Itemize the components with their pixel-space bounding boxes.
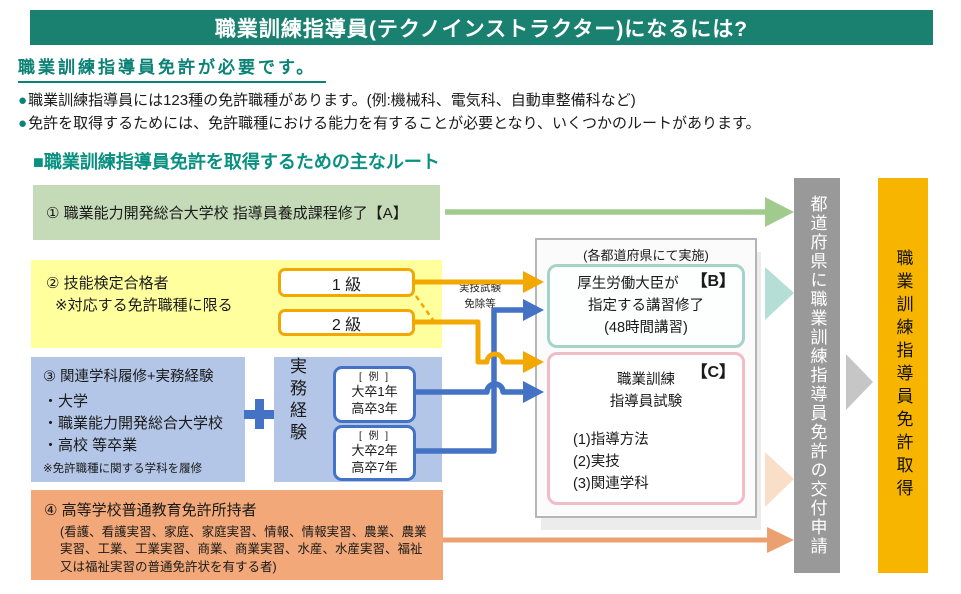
bullet-icon: ● xyxy=(18,115,28,132)
intro-bullet-2-text: 免許を取得するためには、免許職種における能力を有することが必要となり、いくつかの… xyxy=(28,115,761,132)
intro-heading: 職業訓練指導員免許が必要です。 xyxy=(18,53,327,83)
prefecture-exam-box: (各都道府県にて実施) 【B】 厚生労働大臣が 指定する講習修了 (48時間講習… xyxy=(535,238,757,518)
course-c-box: 【C】 職業訓練 指導員試験 (1)指導方法 (2)実技 (3)関連学科 xyxy=(547,352,745,505)
bullet-icon: ● xyxy=(18,92,28,109)
route3-experience-box: 実務経験 [ 例 ] 大卒1年 高卒3年 [ 例 ] 大卒2年 高卒7年 xyxy=(274,357,442,482)
apply-bar: 都道府県に職業訓練指導員免許の交付申請 xyxy=(794,178,840,573)
experience-label: 実務経験 xyxy=(287,357,306,445)
plus-icon xyxy=(244,399,274,429)
route3-item-1: ・大学 xyxy=(43,393,89,410)
example2-line-2: 高卒7年 xyxy=(351,459,398,475)
course-c-items: (1)指導方法 (2)実技 (3)関連学科 xyxy=(550,429,742,496)
exemption-line-1: 実技試験 xyxy=(459,282,501,294)
intro-bullet-1-text: 職業訓練指導員には123種の免許職種があります。(例:機械科、電気科、自動車整備… xyxy=(28,92,636,109)
intro-bullet-2: ●免許を取得するためには、免許職種における能力を有することが必要となり、いくつか… xyxy=(18,112,761,133)
course-b-output-arrow xyxy=(765,267,794,320)
example2-line-1: 大卒2年 xyxy=(351,443,398,458)
course-c-title-line-2: 指導員試験 xyxy=(609,393,683,410)
obtain-bar: 職業訓練指導員免許取得 xyxy=(878,178,928,573)
intro-bullet-1: ●職業訓練指導員には123種の免許職種があります。(例:機械科、電気科、自動車整… xyxy=(18,89,636,110)
route1-label: ① 職業能力開発総合大学校 指導員養成課程修了【A】 xyxy=(46,205,408,222)
route2-note: ※対応する免許職種に限る xyxy=(55,296,233,314)
grade2-box: 2 級 xyxy=(278,309,415,336)
apply-to-obtain-arrow xyxy=(846,354,873,410)
page-title-bar: 職業訓練指導員(テクノインストラクター)になるには? xyxy=(30,10,933,45)
example2-tag: [ 例 ] xyxy=(358,431,391,442)
course-b-tag: 【B】 xyxy=(691,273,735,290)
example1-line-1: 大卒1年 xyxy=(351,384,398,399)
route3-title: ③ 関連学科履修+実務経験 xyxy=(43,369,214,385)
route4-title: ④ 高等学校普通教育免許所持者 xyxy=(44,502,257,519)
route2-box: ② 技能検定合格者 ※対応する免許職種に限る 1 級 2 級 xyxy=(31,260,442,348)
grade1-box: 1 級 xyxy=(278,268,415,297)
route1-box: ① 職業能力開発総合大学校 指導員養成課程修了【A】 xyxy=(33,185,440,240)
course-b-box: 【B】 厚生労働大臣が 指定する講習修了 (48時間講習) xyxy=(547,264,745,348)
route2-text: ② 技能検定合格者 ※対応する免許職種に限る xyxy=(46,273,233,317)
prefecture-caption: (各都道府県にて実施) xyxy=(583,248,709,263)
exemption-line-2: 免除等 xyxy=(464,298,496,311)
course-b-line-2: 指定する講習修了 xyxy=(588,297,704,314)
course-c-tag: 【C】 xyxy=(691,364,735,381)
route3-note: ※免許職種に関する学科を履修 xyxy=(43,463,203,476)
example1-tag: [ 例 ] xyxy=(358,372,391,383)
example1-line-2: 高卒3年 xyxy=(351,400,398,416)
course-c-item-3: (3)関連学科 xyxy=(573,476,649,493)
course-b-line-3: (48時間講習) xyxy=(604,319,688,336)
route1-arrow-head xyxy=(765,197,794,227)
route4-arrow-head xyxy=(767,527,794,553)
route4-box: ④ 高等学校普通教育免許所持者 (看護、看護実習、家庭、家庭実習、情報、情報実習… xyxy=(31,490,443,580)
route3-item-3: ・高校 等卒業 xyxy=(43,436,138,454)
course-b-line-1: 厚生労働大臣が xyxy=(577,276,679,292)
example1-box: [ 例 ] 大卒1年 高卒3年 xyxy=(333,366,416,423)
route4-detail: (看護、看護実習、家庭、家庭実習、情報、情報実習、農業、農業実習、工業、工業実習… xyxy=(60,525,427,574)
course-c-output-arrow xyxy=(765,452,794,507)
course-c-title: 職業訓練 指導員試験 xyxy=(550,355,742,414)
exemption-label: 実技試験 免除等 xyxy=(452,280,508,313)
route3-item-2: ・職業能力開発総合大学校 xyxy=(43,414,224,432)
page-title: 職業訓練指導員(テクノインストラクター)になるには? xyxy=(214,17,749,41)
route3-box: ③ 関連学科履修+実務経験 ・大学 ・職業能力開発総合大学校 ・高校 等卒業 ※… xyxy=(31,357,245,482)
section-heading: ■職業訓練指導員免許を取得するための主なルート xyxy=(33,152,440,172)
course-c-item-1: (1)指導方法 xyxy=(573,431,649,448)
course-c-item-2: (2)実技 xyxy=(573,453,620,470)
example2-box: [ 例 ] 大卒2年 高卒7年 xyxy=(333,425,416,481)
course-c-title-line-1: 職業訓練 xyxy=(617,372,675,388)
route2-title: ② 技能検定合格者 xyxy=(46,275,169,292)
